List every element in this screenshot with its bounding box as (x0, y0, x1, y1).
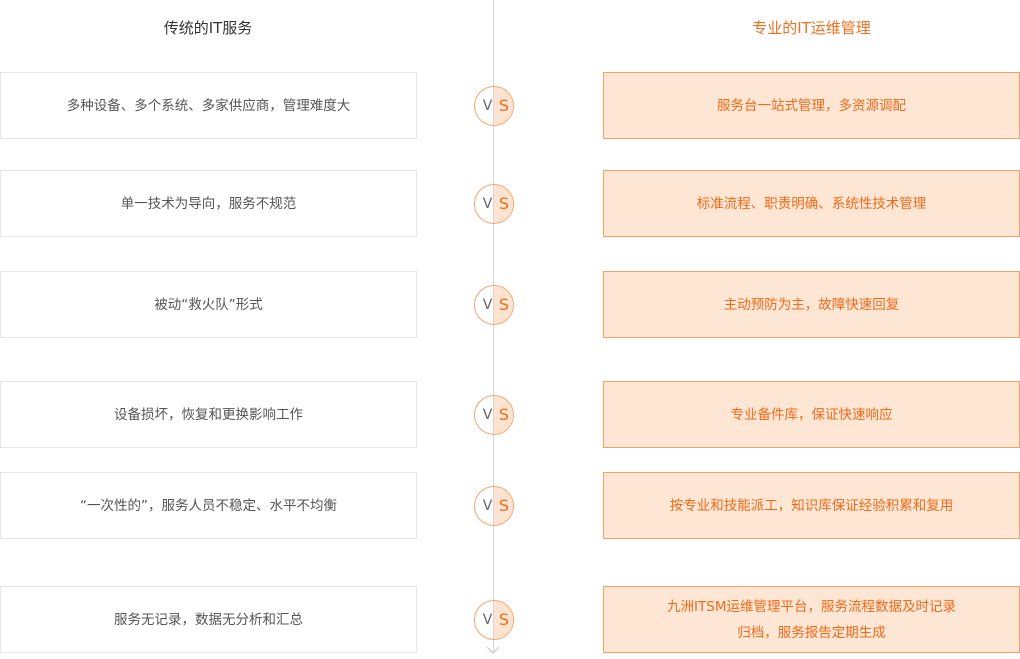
vs-badge-s: S (498, 405, 510, 424)
chevron-down-icon (486, 646, 500, 654)
professional-item-label-line2: 归档，服务报告定期生成 (737, 624, 886, 641)
vs-badge: V S (474, 486, 514, 526)
professional-item: 标准流程、职责明确、系统性技术管理 (603, 170, 1020, 237)
professional-item-label-line1: 九洲ITSM运维管理平台，服务流程数据及时记录 (667, 598, 956, 615)
traditional-item-label: 单一技术为导向，服务不规范 (120, 195, 297, 212)
traditional-item-label: 多种设备、多个系统、多家供应商，管理难度大 (66, 97, 351, 114)
traditional-item-label: “一次性的”，服务人员不稳定、水平不均衡 (80, 497, 337, 514)
comparison-row: 设备损坏，恢复和更换影响工作 专业备件库，保证快速响应 (0, 381, 1020, 448)
center-divider-line (493, 0, 494, 652)
comparison-row: 多种设备、多个系统、多家供应商，管理难度大 服务台一站式管理，多资源调配 (0, 72, 1020, 139)
traditional-item: 服务无记录，数据无分析和汇总 (0, 586, 417, 653)
professional-item: 九洲ITSM运维管理平台，服务流程数据及时记录 归档，服务报告定期生成 (603, 586, 1020, 653)
vs-badge-s: S (498, 610, 510, 629)
vs-badge-s: S (498, 295, 510, 314)
comparison-row: 服务无记录，数据无分析和汇总 九洲ITSM运维管理平台，服务流程数据及时记录 归… (0, 586, 1020, 653)
traditional-item-label: 服务无记录，数据无分析和汇总 (114, 611, 303, 628)
professional-item-label: 主动预防为主，故障快速回复 (723, 296, 900, 313)
traditional-item: 设备损坏，恢复和更换影响工作 (0, 381, 417, 448)
professional-item: 按专业和技能派工，知识库保证经验积累和复用 (603, 472, 1020, 539)
traditional-item: 单一技术为导向，服务不规范 (0, 170, 417, 237)
professional-item-label: 按专业和技能派工，知识库保证经验积累和复用 (669, 497, 954, 514)
traditional-item-label: 设备损坏，恢复和更换影响工作 (114, 406, 303, 423)
vs-badge-v: V (482, 98, 493, 114)
professional-item: 服务台一站式管理，多资源调配 (603, 72, 1020, 139)
traditional-item: “一次性的”，服务人员不稳定、水平不均衡 (0, 472, 417, 539)
professional-it-ops-title: 专业的IT运维管理 (752, 19, 871, 37)
vs-badge: V S (474, 86, 514, 126)
professional-item: 专业备件库，保证快速响应 (603, 381, 1020, 448)
vs-badge-v: V (482, 297, 493, 313)
vs-badge-s: S (498, 96, 510, 115)
professional-item-label: 标准流程、职责明确、系统性技术管理 (696, 195, 927, 212)
vs-badge-v: V (482, 196, 493, 212)
vs-badge-v: V (482, 498, 493, 514)
vs-badge-s: S (498, 194, 510, 213)
vs-badge-v: V (482, 407, 493, 423)
professional-item-label: 服务台一站式管理，多资源调配 (717, 97, 906, 114)
vs-badge: V S (474, 184, 514, 224)
traditional-item: 多种设备、多个系统、多家供应商，管理难度大 (0, 72, 417, 139)
vs-badge: V S (474, 285, 514, 325)
comparison-row: 单一技术为导向，服务不规范 标准流程、职责明确、系统性技术管理 (0, 170, 1020, 237)
vs-badge-v: V (482, 612, 493, 628)
professional-item: 主动预防为主，故障快速回复 (603, 271, 1020, 338)
comparison-row: “一次性的”，服务人员不稳定、水平不均衡 按专业和技能派工，知识库保证经验积累和… (0, 472, 1020, 539)
traditional-item: 被动“救火队”形式 (0, 271, 417, 338)
traditional-it-service-title: 传统的IT服务 (163, 19, 253, 37)
traditional-item-label: 被动“救火队”形式 (154, 296, 263, 313)
vs-badge: V S (474, 600, 514, 640)
vs-badge-s: S (498, 496, 510, 515)
professional-item-label: 专业备件库，保证快速响应 (730, 406, 893, 423)
comparison-row: 被动“救火队”形式 主动预防为主，故障快速回复 (0, 271, 1020, 338)
vs-badge: V S (474, 395, 514, 435)
